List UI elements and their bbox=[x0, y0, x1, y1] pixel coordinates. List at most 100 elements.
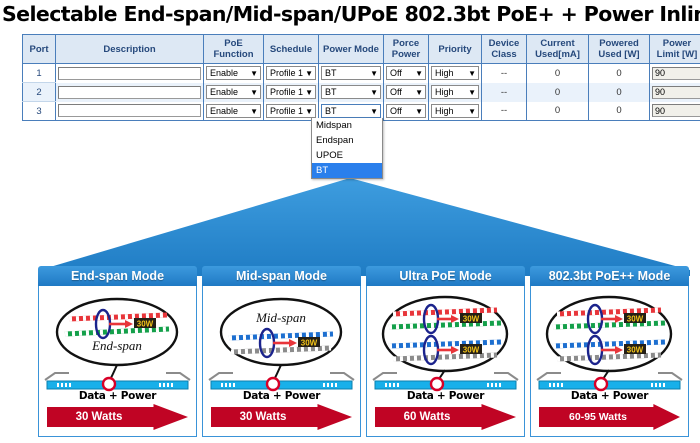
poe-port-configuration-table: Port Description PoE Function Schedule P… bbox=[22, 34, 700, 121]
schedule-value: Profile 1 bbox=[270, 68, 304, 79]
poe-function-select[interactable]: Enable ▼ bbox=[206, 103, 261, 118]
force-power-select[interactable]: Off ▼ bbox=[386, 85, 426, 99]
mode-panel-ultra-poe: Ultra PoE Mode 30W 30W bbox=[366, 266, 525, 438]
panel-body: 30W 30W Data + Power 60-95 Watts bbox=[530, 286, 689, 437]
watt-label: 60 Watts bbox=[403, 411, 451, 423]
chevron-down-icon: ▼ bbox=[468, 69, 476, 79]
chevron-down-icon: ▼ bbox=[468, 106, 476, 116]
panel-body: 30W End-span Data + Power 30 Watts bbox=[38, 286, 197, 437]
pair-tag-label: 30W bbox=[463, 315, 480, 324]
power-mode-select[interactable]: BT ▼ bbox=[321, 85, 381, 99]
red-arrow-icon bbox=[211, 404, 352, 430]
pair-tag-label: 30W bbox=[627, 315, 644, 324]
chevron-down-icon: ▼ bbox=[250, 69, 258, 79]
description-input[interactable] bbox=[58, 66, 201, 80]
cell-poe-function: Enable ▼ bbox=[203, 82, 264, 102]
priority-select[interactable]: High ▼ bbox=[431, 103, 479, 118]
diagram-label: End-span bbox=[91, 338, 142, 353]
poe-function-select[interactable]: Enable ▼ bbox=[206, 66, 261, 81]
cell-port: 2 bbox=[22, 82, 56, 102]
cell-port: 1 bbox=[22, 63, 56, 83]
chevron-down-icon: ▼ bbox=[305, 88, 313, 97]
power-limit-input[interactable] bbox=[652, 66, 700, 80]
mid-span-diagram: Mid-span 30W bbox=[208, 297, 355, 392]
poe-function-value: Enable bbox=[210, 68, 239, 79]
panel-caption: Mid-span Mode bbox=[202, 266, 361, 286]
cell-device-class: -- bbox=[481, 82, 527, 102]
watt-arrow: 30 Watts bbox=[211, 404, 352, 430]
col-header-schedule: Schedule bbox=[263, 34, 319, 64]
power-limit-input[interactable] bbox=[652, 85, 700, 99]
power-limit-input[interactable] bbox=[652, 104, 700, 118]
watt-arrow: 30 Watts bbox=[47, 404, 188, 430]
cell-power-mode: BT ▼ bbox=[318, 82, 384, 102]
description-input[interactable] bbox=[58, 85, 201, 99]
watt-arrow: 60 Watts bbox=[375, 404, 516, 430]
power-mode-dropdown-list[interactable]: Midspan Endspan UPOE BT bbox=[311, 118, 383, 179]
data-power-label: Data + Power bbox=[406, 390, 485, 402]
cell-poe-function: Enable ▼ bbox=[203, 101, 264, 121]
col-header-priority: Priority bbox=[428, 34, 482, 64]
cell-powered-used: 0 bbox=[588, 101, 650, 121]
red-arrow-icon bbox=[47, 404, 188, 430]
chevron-down-icon: ▼ bbox=[305, 106, 313, 116]
cell-power-limit bbox=[649, 63, 700, 83]
priority-value: High bbox=[435, 68, 454, 79]
mode-panel-8023bt-poepp: 802.3bt PoE++ Mode 30W 30W bbox=[530, 266, 689, 438]
cell-powered-used: 0 bbox=[588, 63, 650, 83]
schedule-select[interactable]: Profile 1 ▼ bbox=[266, 85, 316, 99]
pair-tag-label: 30W bbox=[137, 320, 154, 329]
dropdown-option-endspan[interactable]: Endspan bbox=[316, 135, 354, 146]
poe-function-select[interactable]: Enable ▼ bbox=[206, 85, 261, 99]
chevron-down-icon: ▼ bbox=[370, 106, 378, 116]
power-mode-value: BT bbox=[325, 87, 337, 97]
end-span-diagram: 30W End-span bbox=[44, 297, 191, 392]
col-header-description: Description bbox=[55, 34, 204, 64]
watt-label: 30 Watts bbox=[75, 411, 123, 423]
schedule-select[interactable]: Profile 1 ▼ bbox=[266, 66, 316, 81]
priority-select[interactable]: High ▼ bbox=[431, 85, 479, 99]
table-row: 3 Enable ▼ Profile 1 ▼ BT ▼ bbox=[22, 101, 700, 121]
panel-caption: 802.3bt PoE++ Mode bbox=[530, 266, 689, 286]
priority-select[interactable]: High ▼ bbox=[431, 66, 479, 81]
schedule-value: Profile 1 bbox=[270, 87, 304, 97]
cell-force-power: Off ▼ bbox=[383, 101, 429, 121]
watt-arrow: 60-95 Watts bbox=[539, 404, 680, 430]
dropdown-option-bt[interactable]: BT bbox=[312, 163, 382, 178]
dropdown-option-upoe[interactable]: UPOE bbox=[316, 150, 343, 161]
pair-tag-label: 30W bbox=[301, 339, 318, 348]
cell-description bbox=[55, 101, 204, 121]
diagram-label: Mid-span bbox=[255, 310, 306, 325]
mode-panel-mid-span: Mid-span Mode Mid-span 30W bbox=[202, 266, 361, 438]
cell-description bbox=[55, 82, 204, 102]
schedule-select[interactable]: Profile 1 ▼ bbox=[266, 103, 316, 118]
chevron-down-icon: ▼ bbox=[415, 88, 423, 97]
force-power-select[interactable]: Off ▼ bbox=[386, 66, 426, 81]
poe-function-value: Enable bbox=[210, 105, 239, 116]
panel-body: Mid-span 30W Data + Po bbox=[202, 286, 361, 437]
cell-priority: High ▼ bbox=[428, 82, 482, 102]
table-row: 1 Enable ▼ Profile 1 ▼ BT ▼ bbox=[22, 63, 700, 83]
cell-power-mode: BT ▼ bbox=[318, 63, 384, 83]
col-header-poe-function: PoE Function bbox=[203, 34, 264, 64]
cell-priority: High ▼ bbox=[428, 63, 482, 83]
cell-current-used: 0 bbox=[526, 63, 589, 83]
ultra-poe-diagram: 30W 30W bbox=[372, 295, 519, 392]
force-power-select[interactable]: Off ▼ bbox=[386, 103, 426, 118]
col-header-force-power: Porce Power bbox=[383, 34, 429, 64]
cell-current-used: 0 bbox=[526, 82, 589, 102]
dropdown-option-midspan[interactable]: Midspan bbox=[316, 120, 352, 131]
col-header-power-mode: Power Mode bbox=[318, 34, 384, 64]
power-mode-select[interactable]: BT ▼ bbox=[321, 66, 381, 81]
cell-device-class: -- bbox=[481, 101, 527, 121]
col-header-current-used: Current Used[mA] bbox=[526, 34, 589, 64]
cell-force-power: Off ▼ bbox=[383, 82, 429, 102]
col-header-device-class: Device Class bbox=[481, 34, 527, 64]
poe-bt-diagram: 30W 30W bbox=[536, 295, 683, 392]
description-input[interactable] bbox=[58, 104, 201, 118]
force-power-value: Off bbox=[390, 68, 402, 79]
force-power-value: Off bbox=[390, 105, 402, 116]
chevron-down-icon: ▼ bbox=[250, 88, 258, 97]
cell-schedule: Profile 1 ▼ bbox=[263, 101, 319, 121]
power-mode-select-open[interactable]: BT ▼ bbox=[321, 103, 381, 118]
